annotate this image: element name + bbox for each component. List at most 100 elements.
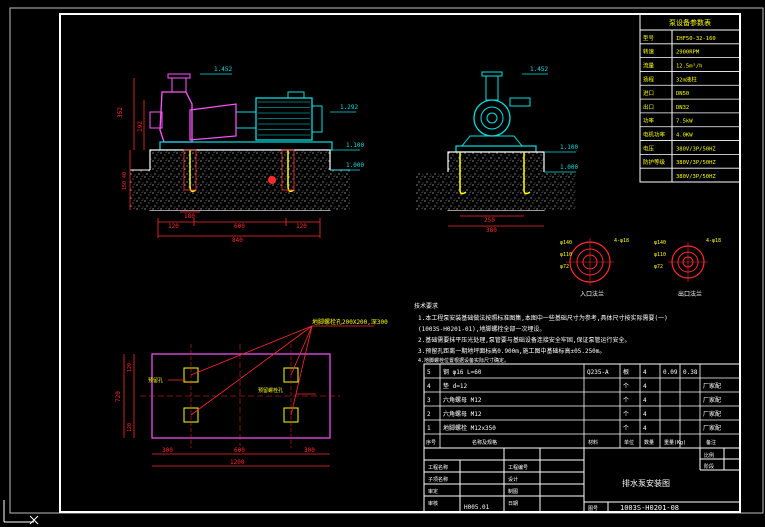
pump-bracket xyxy=(189,103,237,141)
tb-left-4: 审核 xyxy=(428,500,438,507)
motor-fins xyxy=(258,101,310,136)
bom-cell: 钢 φ16 L=60 xyxy=(443,368,482,376)
end-dim-bottom: 380 xyxy=(486,227,497,234)
spec-row-label: 电机功率 xyxy=(643,131,666,139)
bom-cell: 5 xyxy=(427,369,431,376)
inlet-flange-detail: φ140 φ110 φ72 4-φ18 入口法兰 xyxy=(560,238,629,298)
bom-cell: 厂家配 xyxy=(703,396,721,404)
spec-row-value: 380V/3P/50HZ xyxy=(676,174,716,180)
bom-header-weight: 重量(Kg) xyxy=(664,439,686,446)
bom-cell: 个 xyxy=(623,425,629,432)
spec-row-label: 电压 xyxy=(643,144,655,152)
ucs-icon xyxy=(3,500,39,525)
tb-mid-3: 制图 xyxy=(508,488,518,495)
outlet-flange-detail: φ140 φ110 φ72 4-φ18 出口法兰 xyxy=(654,238,721,298)
bom-cell: Q235-A xyxy=(587,369,609,376)
plan-bolt-note: 地脚螺栓孔200X200,深300 xyxy=(312,318,388,326)
plan-dim-bottom-right: 300 xyxy=(304,447,315,454)
anchor-bolt-left xyxy=(189,150,197,193)
bom-cell: 个 xyxy=(623,411,629,418)
spec-row-label: 扬程 xyxy=(643,75,655,83)
bom-header-remark: 备注 xyxy=(706,439,716,446)
pump-end-view: 1.452 1.100 1.000 250 380 xyxy=(416,66,578,234)
grout-mark xyxy=(268,176,276,184)
bom-cell: 0.38 xyxy=(683,369,698,376)
bom-cell: 4 xyxy=(643,425,647,432)
inlet-label-1: φ140 xyxy=(560,240,572,246)
tb-left-1: 工程名称 xyxy=(428,464,448,471)
spec-row-value: 12.5m³/h xyxy=(676,62,703,69)
plan-dim-side-total: 720 xyxy=(115,391,122,402)
bom-header-qty: 数量 xyxy=(644,439,654,446)
notes-heading: 技术要求 xyxy=(414,302,438,310)
bom-cell: 厂家配 xyxy=(703,424,721,432)
inlet-label-3: φ72 xyxy=(560,264,569,270)
bom-header-name: 名称及规格 xyxy=(472,439,497,446)
side-dim-height: 352 xyxy=(117,107,124,118)
spec-row-value: DN32 xyxy=(676,105,689,111)
spec-row-value: 380V/3P/50HZ xyxy=(676,160,716,166)
notes-line-4: 3.预留孔距离一期地坪面标高0.900m,施工图中基础标高±05.250m。 xyxy=(418,347,605,355)
inlet-label-4: 4-φ18 xyxy=(614,238,629,244)
plan-dim-bottom-total: 1200 xyxy=(230,459,245,466)
bom-cell: 4 xyxy=(643,397,647,404)
end-bolt-left xyxy=(459,152,467,195)
bom-header-unit: 单位 xyxy=(624,439,634,446)
bom-cell: 3 xyxy=(427,397,431,404)
spec-table-title: 泵设备参数表 xyxy=(669,18,711,27)
tb-scale-label: 比例 xyxy=(704,452,714,459)
notes-line-3: 2.基础需要抹平压光处理,泵管要与基础设备连接安全牢固,保证泵管运行安全。 xyxy=(418,336,630,344)
tb-mid-4: 日期 xyxy=(508,501,518,507)
spec-row-value: 4.0KW xyxy=(676,133,693,139)
tb-dwg-no: 1003S-H0201-08 xyxy=(620,504,679,512)
end-elev-floor: 1.000 xyxy=(560,164,578,171)
bom-cell: 4 xyxy=(643,369,647,376)
motor-terminal-box xyxy=(287,91,305,99)
spec-row-value: 2900RPM xyxy=(676,50,700,56)
bom-cell: 4 xyxy=(643,383,647,390)
tb-left-3: 审定 xyxy=(428,488,438,495)
side-ground xyxy=(130,170,350,210)
plan-dim-bottom-mid: 600 xyxy=(234,447,245,454)
spec-row-value: IHF50-32-160 xyxy=(676,36,716,42)
bom-cell: 地脚螺栓 M12x350 xyxy=(443,424,496,432)
spec-row-label: 出口 xyxy=(643,103,654,111)
tb-left-no: H005.01 xyxy=(464,504,490,511)
foundation-plan-view: 地脚螺栓孔200X200,深300 预留孔 预留螺栓孔 300 600 300 … xyxy=(115,318,388,467)
side-elev-top: 1.452 xyxy=(214,66,232,73)
side-elev-mid: 1.292 xyxy=(340,104,358,111)
bom-cell: 厂家配 xyxy=(703,410,721,418)
end-elev-top: 1.452 xyxy=(530,66,548,73)
bom-cell: 个 xyxy=(623,383,629,390)
side-dim-left: 120 xyxy=(168,223,179,230)
side-dim-depth: 150 40 xyxy=(122,172,128,190)
pump-inlet-flange xyxy=(149,111,163,129)
spec-row-label: 型号 xyxy=(643,34,655,42)
side-dim-right: 120 xyxy=(296,223,307,230)
bom-cell: 六角螺母 M12 xyxy=(443,410,482,418)
plan-hole-note-right: 预留螺栓孔 xyxy=(258,387,283,394)
plan-dim-side-bottom: 120 xyxy=(127,423,133,432)
technical-notes: 技术要求 1.本工程泵安装基础做法按照标准图集,本图中一些基础尺寸为参考,具体尺… xyxy=(414,302,668,364)
spec-row-value: 7.5kW xyxy=(676,119,693,125)
plan-hole-note-left: 预留孔 xyxy=(148,377,163,384)
title-block-border xyxy=(423,447,741,513)
inlet-flange-caption: 入口法兰 xyxy=(580,290,604,298)
spec-row-label: 转速 xyxy=(643,48,655,56)
outlet-flange-caption: 出口法兰 xyxy=(678,290,702,298)
bom-cell: 1 xyxy=(427,425,431,432)
bom-cell: 六角螺母 M12 xyxy=(443,396,482,404)
outlet-label-3: φ72 xyxy=(654,264,663,270)
bom-cell: 0.09 xyxy=(663,369,678,376)
spec-row-label: 进口 xyxy=(643,89,654,97)
end-dim-inner: 250 xyxy=(484,217,495,224)
end-ground xyxy=(416,172,576,210)
tb-mid-1: 工程编号 xyxy=(508,464,528,471)
tb-mid-2: 设计 xyxy=(508,476,518,483)
bom-cell: 垫 d=12 xyxy=(443,382,467,390)
outlet-label-4: 4-φ18 xyxy=(706,238,721,244)
